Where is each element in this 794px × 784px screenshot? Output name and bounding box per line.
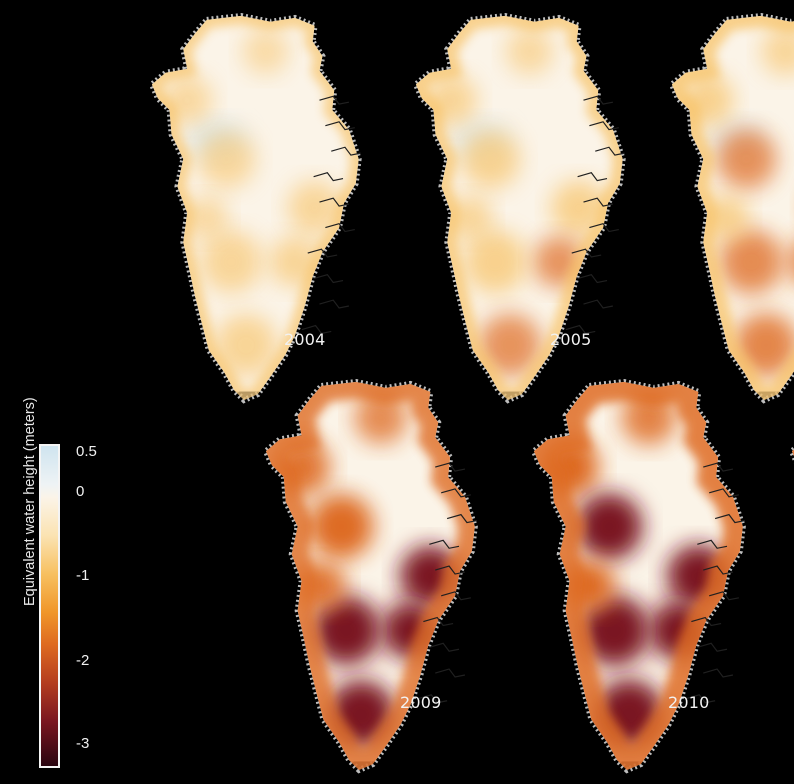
- greenland-map-panel: [148, 12, 362, 404]
- fjord-line: [441, 591, 472, 601]
- mass-loss-region: [761, 26, 794, 76]
- mass-loss-region: [716, 128, 777, 190]
- fjord-line: [709, 488, 740, 498]
- fjord-line: [589, 121, 619, 131]
- fjord-line: [301, 324, 332, 335]
- fjord-line: [313, 273, 344, 284]
- fjord-line: [307, 248, 338, 258]
- fjord-line: [319, 197, 350, 207]
- mass-loss-region: [551, 180, 607, 236]
- fjord-line: [417, 694, 448, 704]
- fjord-line: [583, 197, 614, 207]
- year-label-2004: 2004: [284, 330, 326, 349]
- fjord-line: [583, 299, 614, 309]
- fjord-line: [571, 248, 602, 258]
- mass-loss-region: [505, 27, 554, 75]
- fjord-line: [703, 565, 734, 575]
- greenland-map-panel: [412, 12, 626, 404]
- mass-loss-region: [197, 130, 256, 188]
- fjord-line: [565, 324, 596, 335]
- greenland-map-panel: [262, 378, 478, 774]
- mass-loss-region: [311, 595, 381, 665]
- greenland-map-panel: [530, 378, 746, 774]
- fjord-line: [319, 299, 350, 309]
- fjord-line: [714, 513, 745, 524]
- fjord-line: [325, 121, 355, 131]
- fjord-line: [446, 513, 477, 524]
- fjord-line: [435, 565, 466, 575]
- fjord-line: [435, 462, 466, 472]
- fjord-line: [577, 172, 608, 182]
- mass-loss-region: [460, 129, 520, 189]
- fjord-line: [441, 488, 472, 498]
- colorbar: [39, 444, 60, 768]
- coastal-loss-band: [151, 15, 359, 401]
- colorbar-tick-minus-3: -3: [76, 735, 90, 752]
- mass-loss-region: [575, 493, 643, 560]
- mass-loss-region: [200, 231, 263, 293]
- mass-loss-region: [242, 28, 289, 75]
- year-label-2009: 2009: [400, 693, 442, 712]
- year-label-2010: 2010: [668, 693, 710, 712]
- colorbar-title: Equivalent water height (meters): [22, 397, 38, 606]
- coastal-loss-band: [533, 381, 743, 771]
- fjord-line: [703, 668, 734, 678]
- fjord-line: [429, 539, 460, 549]
- mass-loss-region: [478, 313, 542, 377]
- fjord-line: [697, 539, 728, 549]
- mass-loss-region: [185, 196, 228, 239]
- fjord-line: [685, 694, 716, 704]
- fjord-line: [589, 223, 619, 233]
- fjord-line: [697, 642, 728, 652]
- colorbar-tick-0-5: 0.5: [76, 443, 97, 460]
- coastal-loss-band: [415, 15, 623, 401]
- fjord-line: [331, 146, 361, 156]
- colorbar-tick-minus-2: -2: [76, 652, 90, 669]
- mass-loss-region: [215, 314, 277, 377]
- mass-loss-region: [463, 230, 527, 294]
- colorbar-tick-minus-1: -1: [76, 567, 90, 584]
- mass-loss-region: [308, 494, 374, 559]
- greenland-map-panel: [788, 381, 794, 771]
- fjord-line: [435, 668, 466, 678]
- year-label-2005: 2005: [550, 330, 592, 349]
- fjord-line: [319, 95, 350, 105]
- mass-loss-region: [449, 196, 493, 240]
- fjord-line: [703, 462, 734, 472]
- greenland-map-panel: [668, 12, 794, 404]
- fjord-line: [709, 591, 740, 601]
- fjord-line: [429, 642, 460, 652]
- fjord-line: [577, 273, 608, 284]
- mass-loss-region: [287, 181, 342, 235]
- coastal-loss-band: [265, 381, 475, 771]
- ice-sheet-base: [791, 381, 794, 762]
- fjord-line: [583, 95, 614, 105]
- fjord-line: [313, 172, 344, 182]
- fjord-line: [423, 616, 454, 627]
- fjord-line: [325, 223, 355, 233]
- fjord-line: [595, 146, 625, 156]
- mass-loss-region: [578, 595, 650, 666]
- colorbar-tick-0: 0: [76, 483, 85, 500]
- mass-loss-region: [354, 391, 408, 445]
- mass-loss-region: [719, 229, 784, 294]
- fjord-line: [691, 616, 722, 627]
